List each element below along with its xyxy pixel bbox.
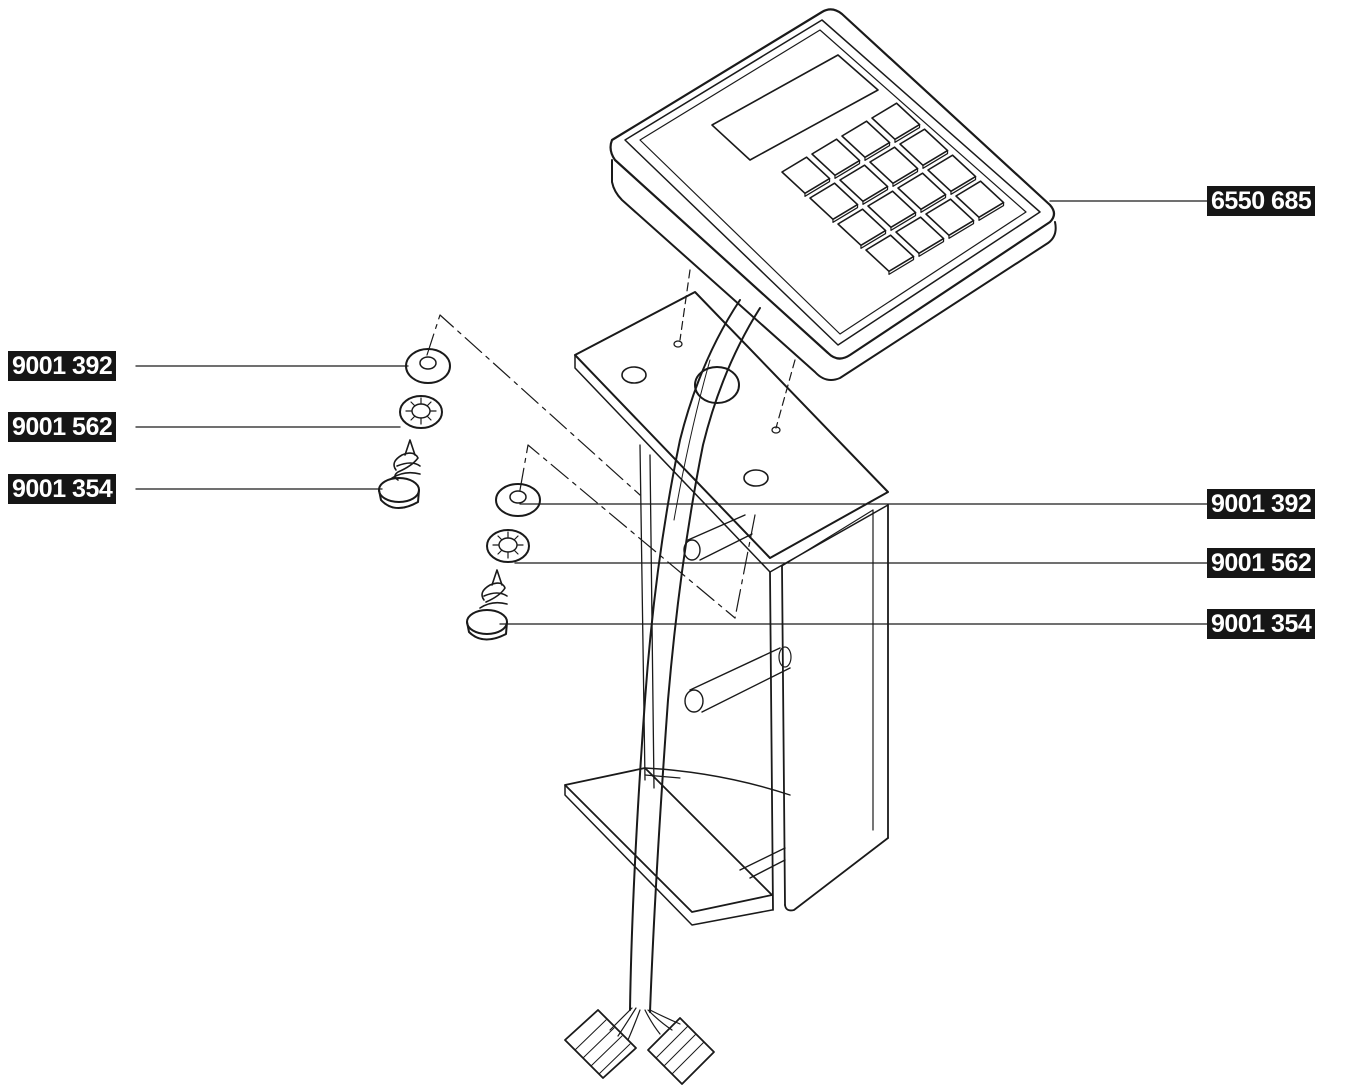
right-fastener-set (466, 444, 756, 641)
keypad-key-edge (918, 237, 945, 257)
keypad-key-edge (948, 219, 975, 239)
keypad-key-edge (892, 167, 919, 187)
keypad-key-edge (860, 229, 887, 249)
keypad-key-edge (890, 211, 917, 231)
keypad-key-edge (834, 159, 861, 179)
left-washer (405, 348, 451, 384)
right-washer (495, 483, 541, 517)
part-label-left-lock-washer: 9001 562 (8, 412, 117, 442)
part-label-left-washer: 9001 392 (8, 351, 117, 381)
leader-lines (135, 200, 1208, 625)
right-connector (647, 1017, 715, 1085)
keypad-key-edge (832, 203, 859, 223)
keypad-key-edge (920, 193, 947, 213)
keypad-key-edge (888, 255, 915, 275)
right-screw (466, 569, 508, 641)
display-window (711, 54, 879, 161)
keypad-key-edge (864, 141, 891, 161)
keypad-key-edge (894, 123, 921, 143)
left-connector (564, 1009, 637, 1079)
keypad-cable (564, 299, 761, 1085)
keypad-key-edge (978, 201, 1005, 221)
part-label-right-lock-washer: 9001 562 (1207, 548, 1316, 578)
keypad-key-edge (804, 177, 831, 197)
left-screw (378, 439, 421, 509)
part-label-right-screw: 9001 354 (1207, 609, 1316, 639)
part-label-keypad: 6550 685 (1207, 186, 1316, 216)
mounting-bracket (564, 291, 889, 926)
part-label-left-screw: 9001 354 (8, 474, 117, 504)
keypad-key-edge (922, 149, 949, 169)
keypad-unit (609, 8, 1057, 429)
keypad-buttons (781, 102, 1005, 275)
part-label-right-washer: 9001 392 (1207, 489, 1316, 519)
left-lock-washer (399, 395, 443, 429)
left-fastener-set (378, 314, 641, 509)
right-lock-washer (486, 529, 530, 563)
keypad-key-edge (950, 175, 977, 195)
keypad-key-edge (862, 185, 889, 205)
